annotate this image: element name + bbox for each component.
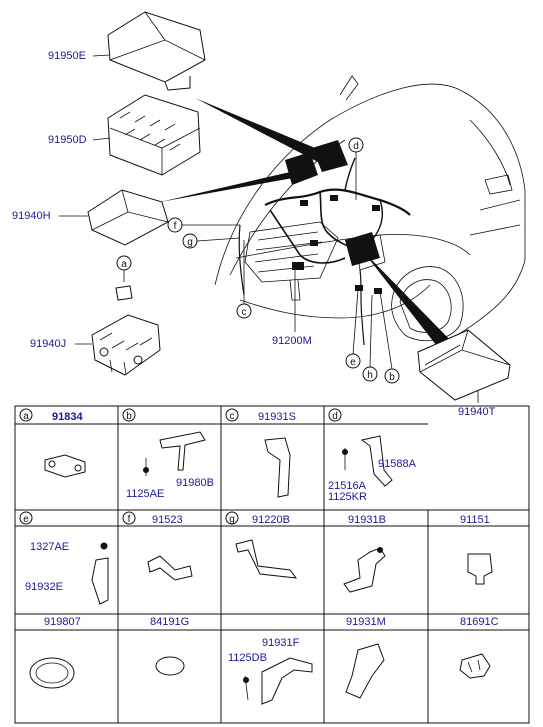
label-fusebox-cover-upper: 91950E bbox=[48, 50, 86, 62]
cell-r3-4-clip bbox=[459, 653, 491, 679]
cell-fuse-part: 91151 bbox=[460, 514, 490, 526]
cell-a-bolt-hole bbox=[74, 464, 82, 472]
cell-a-letter: a bbox=[23, 411, 29, 422]
label-main-harness: 91200M bbox=[272, 335, 312, 347]
wiring-harness bbox=[238, 157, 411, 346]
cell-e-subpart-0: 1327AE bbox=[30, 541, 69, 553]
callout-c-letter: c bbox=[242, 307, 247, 318]
cell-d-subpart-1: 21516A bbox=[328, 480, 367, 492]
cell-r3-4-clip-detail bbox=[467, 659, 481, 673]
cell-r3-2-bracket bbox=[261, 657, 313, 705]
cell-f-bracket bbox=[147, 555, 193, 581]
cell-r3-4-part: 81691C bbox=[460, 616, 499, 628]
cell-r3-2-bolt-head bbox=[243, 677, 249, 683]
cell-c-part: 91931S bbox=[258, 411, 296, 423]
cell-r3-2-subpart-1: 1125DB bbox=[228, 652, 267, 664]
cell-b-bolt-head bbox=[143, 467, 149, 473]
cell-r3-0-part: 919807 bbox=[44, 616, 81, 628]
leader-wedge-middle bbox=[160, 172, 293, 202]
label-fusebox-cover-right: 91940T bbox=[458, 406, 496, 418]
callout-g-letter: g bbox=[187, 237, 193, 248]
cell-c-badge bbox=[225, 408, 239, 422]
parts-table bbox=[14, 405, 530, 724]
cell-fuse-shape bbox=[467, 553, 493, 585]
engine-fusebox-mid bbox=[312, 140, 348, 172]
cell-a-part: 91834 bbox=[52, 411, 83, 423]
fusebox-cover-lower bbox=[87, 189, 169, 246]
leader-line bbox=[92, 137, 111, 141]
cell-r3-3-part: 91931M bbox=[346, 616, 386, 628]
cell-e-letter: e bbox=[23, 514, 29, 525]
cell-f-letter: f bbox=[128, 514, 131, 525]
cell-r3-0-grommet-inner bbox=[35, 662, 69, 684]
cell-c-bracket bbox=[264, 437, 291, 498]
fusebox-cover-upper bbox=[107, 11, 206, 91]
cell-g-bracket bbox=[235, 539, 298, 579]
leader-wedge-upper bbox=[195, 98, 320, 162]
cell-g-letter: g bbox=[229, 514, 235, 525]
callout-a-top-letter: a bbox=[121, 259, 127, 270]
cell-d-badge bbox=[328, 408, 342, 422]
leader-line bbox=[92, 54, 111, 57]
cell-d-subpart-2: 1125KR bbox=[328, 491, 367, 503]
car-outline bbox=[214, 75, 526, 342]
cell-e-badge bbox=[19, 511, 33, 525]
cell-r3-2-subpart-0: 91931F bbox=[262, 637, 300, 649]
leader-line bbox=[369, 294, 373, 368]
engine-fusebox-right bbox=[345, 232, 380, 266]
cell-b-subpart-0: 91980B bbox=[176, 477, 214, 489]
fusebox-upper bbox=[107, 94, 201, 176]
cell-b-badge bbox=[122, 408, 136, 422]
callout-h-letter: h bbox=[367, 370, 373, 381]
cell-a-fuse-link bbox=[44, 454, 86, 478]
callout-f-letter: f bbox=[174, 221, 177, 232]
leader-line bbox=[196, 237, 241, 242]
leader-line bbox=[352, 289, 359, 355]
leader-wedge-right bbox=[362, 250, 455, 350]
callout-b-letter: b bbox=[389, 372, 395, 383]
cell-r3-1-part: 84191G bbox=[150, 616, 189, 628]
cell-h-part: 91931B bbox=[348, 514, 386, 526]
cell-g-part: 91220B bbox=[252, 514, 290, 526]
cell-e-bracket bbox=[91, 557, 109, 605]
cell-b-subpart-1: 1125AE bbox=[126, 488, 164, 500]
cell-f-part: 91523 bbox=[152, 514, 183, 526]
cell-e-subpart-1: 91932E bbox=[25, 581, 63, 593]
cell-r3-3-bracket bbox=[345, 643, 385, 699]
cell-b-bracket bbox=[159, 431, 206, 471]
cell-a-bolt-hole bbox=[48, 460, 56, 468]
callout-d-letter: d bbox=[353, 141, 359, 152]
cell-d-subpart-0: 91588A bbox=[378, 458, 417, 470]
cell-d-bracket bbox=[360, 435, 393, 487]
fusebox-cover-right bbox=[417, 329, 511, 401]
cell-r3-0-grommet bbox=[29, 657, 75, 689]
cell-g-badge bbox=[225, 511, 239, 525]
cell-e-nut bbox=[100, 542, 108, 550]
leader-line bbox=[379, 291, 393, 370]
fusebox-lower bbox=[91, 314, 161, 376]
label-fusebox-cover-lower: 91940H bbox=[12, 210, 51, 222]
clip-part-a bbox=[115, 285, 133, 301]
cell-d-bolt-head bbox=[342, 449, 348, 455]
cell-d-letter: d bbox=[332, 411, 338, 422]
engine-fusebox-left bbox=[285, 152, 318, 185]
callout-e-letter: e bbox=[350, 357, 356, 368]
cell-h-clip bbox=[377, 547, 383, 553]
cell-c-letter: c bbox=[230, 411, 235, 422]
cell-r3-1-plug bbox=[155, 656, 185, 676]
cell-h-bracket bbox=[343, 547, 386, 593]
cell-f-badge bbox=[122, 511, 136, 525]
cell-b-letter: b bbox=[126, 411, 132, 422]
label-fusebox-upper: 91950D bbox=[48, 134, 87, 146]
label-fusebox-lower: 91940J bbox=[30, 338, 66, 350]
cell-a-badge bbox=[19, 408, 33, 422]
